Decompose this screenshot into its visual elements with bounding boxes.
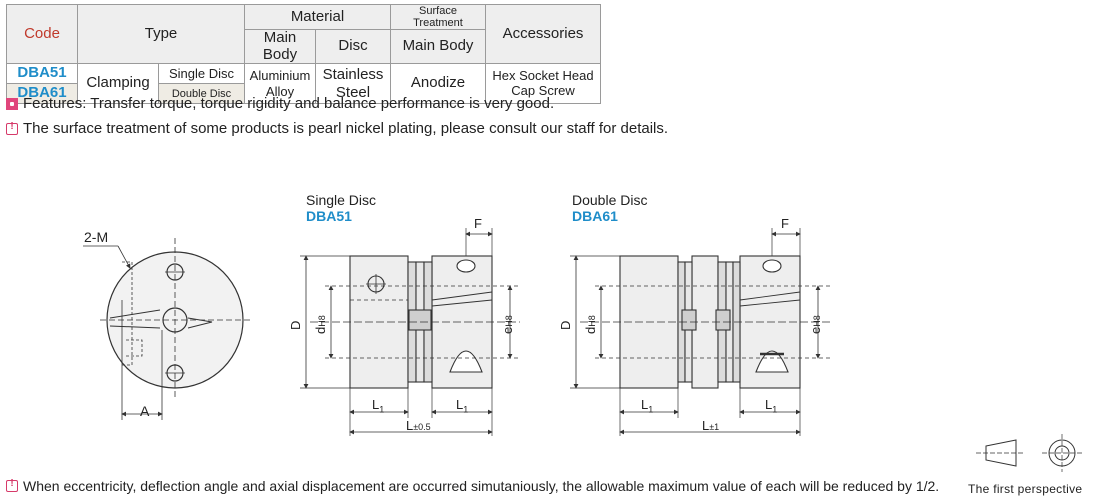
bottom-note-text: When eccentricity, deflection angle and …: [23, 478, 940, 494]
features-note: Features: Transfer torque, torque rigidi…: [6, 95, 554, 112]
surface-note-text: The surface treatment of some products i…: [23, 120, 669, 137]
code-dba51[interactable]: DBA51: [6, 63, 78, 85]
subscript-1: 1: [648, 404, 654, 415]
surface-treatment-value: Anodize: [390, 63, 486, 105]
h8-tolerance: H8: [504, 315, 514, 327]
subscript-1: 1: [379, 404, 385, 415]
subscript-1: 1: [772, 404, 778, 415]
first-perspective-label: The first perspective: [968, 482, 1083, 496]
tolerance-single: ±0.5: [413, 422, 431, 432]
side-view: [83, 238, 250, 420]
header-accessories: Accessories: [485, 3, 601, 65]
l-symbol: L: [765, 397, 773, 412]
l-symbol: L: [372, 397, 380, 412]
double-dim-d-bore: dH8: [583, 315, 598, 334]
double-dim-f: F: [781, 216, 789, 231]
h8-tolerance: H8: [812, 315, 822, 327]
accessories-value: Hex Socket Head Cap Screw: [485, 63, 601, 105]
single-dim-l-total: L±0.5: [406, 418, 431, 433]
material-main-body-value: Aluminium Alloy: [244, 63, 316, 105]
single-dim-l1-left: L1: [372, 397, 384, 415]
double-disc-view: [570, 228, 830, 436]
bottom-note: When eccentricity, deflection angle and …: [6, 478, 939, 494]
type-clamping: Clamping: [77, 63, 159, 105]
double-dim-d-outer: D: [558, 320, 573, 330]
surface-note: The surface treatment of some products i…: [6, 120, 668, 137]
double-dim-e: eH8: [808, 315, 823, 334]
e-symbol: e: [808, 326, 823, 334]
double-dim-l-total: L±1: [702, 418, 719, 433]
l-symbol: L: [406, 418, 414, 433]
header-code: Code: [6, 3, 78, 65]
l-symbol: L: [456, 397, 464, 412]
type-single-disc: Single Disc: [158, 63, 245, 85]
single-dim-l1-right: L1: [456, 397, 468, 415]
material-disc-value: Stainless Steel: [315, 63, 391, 105]
double-dim-l1-left: L1: [641, 397, 653, 415]
double-disc-title: Double Disc: [572, 192, 648, 208]
h8-tolerance: H8: [587, 315, 597, 327]
header-surface-treatment: Surface Treatment: [390, 3, 486, 31]
label-2m: 2-M: [84, 229, 109, 245]
l-symbol: L: [641, 397, 649, 412]
tolerance-double: ±1: [709, 422, 720, 432]
e-symbol: e: [500, 326, 515, 334]
warning-icon: [6, 121, 18, 135]
single-disc-code: DBA51: [306, 208, 352, 224]
warning-icon: [6, 478, 18, 492]
d-symbol: d: [313, 326, 328, 334]
single-disc-view: [300, 228, 520, 436]
double-disc-code: DBA61: [572, 208, 618, 224]
type-double-disc: Double Disc: [158, 83, 245, 105]
label-a: A: [140, 403, 150, 419]
first-angle-projection-icon: [976, 434, 1082, 472]
double-dim-l1-right: L1: [765, 397, 777, 415]
subscript-1: 1: [463, 404, 469, 415]
single-dim-d-bore: dH8: [313, 315, 328, 334]
single-dim-d-outer: D: [288, 320, 303, 330]
features-text: Features: Transfer torque, torque rigidi…: [23, 95, 555, 112]
header-disc: Disc: [315, 29, 391, 65]
single-dim-f: F: [474, 216, 482, 231]
l-symbol: L: [702, 418, 710, 433]
spec-table: Code Type Material Surface Treatment Acc…: [6, 3, 601, 105]
single-dim-e: eH8: [500, 315, 515, 334]
h8-tolerance: H8: [317, 315, 327, 327]
features-square-icon: [6, 97, 18, 110]
code-dba61[interactable]: DBA61: [6, 83, 78, 105]
single-disc-title: Single Disc: [306, 192, 377, 208]
d-symbol: d: [583, 326, 598, 334]
header-material: Material: [244, 3, 391, 31]
